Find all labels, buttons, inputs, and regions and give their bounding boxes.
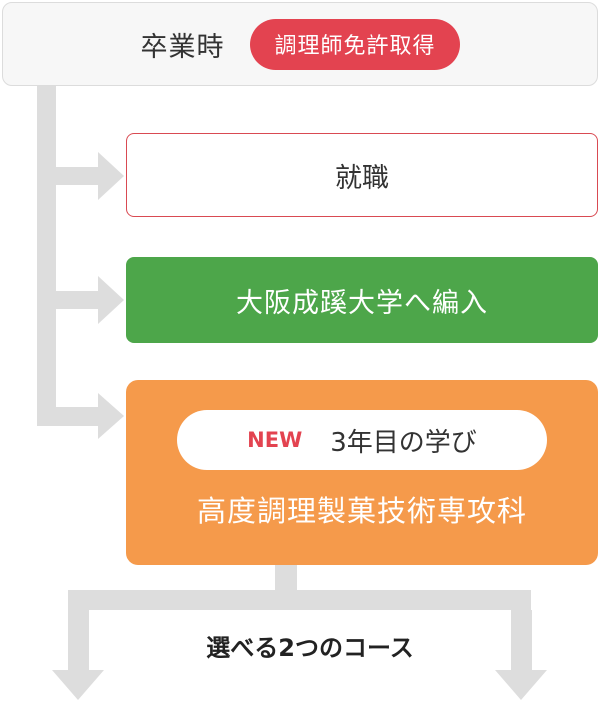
arrow-down-right-icon: [495, 670, 547, 700]
branch-specialty: [56, 407, 100, 426]
transfer-box: 大阪成蹊大学へ編入: [126, 257, 598, 343]
new-tag: NEW: [247, 428, 303, 452]
split-right-leg: [511, 610, 532, 672]
license-badge: 調理師免許取得: [250, 18, 460, 70]
branch-transfer: [56, 291, 100, 309]
split-left-leg: [68, 610, 89, 672]
split-bar: [68, 590, 531, 610]
graduation-label: 卒業時: [140, 31, 225, 63]
specialty-box: NEW 3年目の学び 高度調理製菓技術専攻科: [126, 380, 598, 565]
trunk-line: [37, 86, 56, 426]
arrow-specialty-icon: [98, 393, 124, 439]
employment-box: 就職: [126, 133, 598, 217]
arrow-employment-icon: [98, 152, 124, 200]
third-year-pill: NEW 3年目の学び: [177, 410, 547, 470]
third-year-label: 3年目の学び: [330, 427, 477, 458]
transfer-label: 大阪成蹊大学へ編入: [236, 287, 488, 319]
branch-employment: [56, 167, 100, 185]
employment-label: 就職: [335, 162, 389, 194]
course-choice-label: 選べる2つのコース: [206, 634, 414, 662]
specialty-course-name: 高度調理製菓技術専攻科: [196, 494, 527, 528]
specialty-stem: [275, 565, 297, 593]
graduation-box: 卒業時 調理師免許取得: [2, 2, 598, 86]
arrow-down-left-icon: [52, 670, 104, 700]
arrow-transfer-icon: [98, 276, 124, 324]
